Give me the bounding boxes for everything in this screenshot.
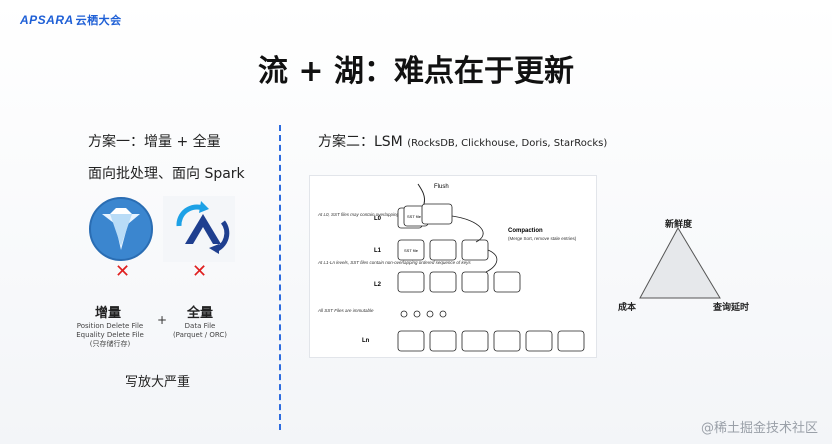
option-two-heading: 方案二：LSM (RocksDB, Clickhouse, Doris, Sta…: [318, 131, 607, 151]
lsm-tree-diagram: Flush At L0, SST files may contain overl…: [309, 175, 597, 358]
triangle-right-label: 查询延时: [713, 303, 750, 313]
incremental-label: 增量: [94, 306, 121, 321]
flush-label: Flush: [434, 184, 449, 190]
full-line-1: Data File: [184, 322, 216, 330]
cross-icon-incremental: ✕: [115, 261, 131, 282]
watermark: @稀土掘金技术社区: [700, 421, 818, 436]
slide-title: 流 + 湖：难点在于更新: [257, 54, 575, 89]
logo-cn: 云栖大会: [75, 15, 122, 27]
logo-text: APSARA: [20, 13, 74, 27]
incremental-line-1: Position Delete File: [76, 322, 144, 330]
level-l1: L1: [374, 248, 382, 254]
incremental-line-2: Equality Delete File: [76, 331, 144, 339]
full-line-2: (Parquet / ORC): [172, 331, 228, 339]
sst-label-l1: SST file: [404, 248, 419, 253]
write-amplification-conclusion: 写放大严重: [125, 375, 191, 390]
plus-sign: +: [157, 313, 168, 327]
note-l0: At L0, SST files may contain overlapping…: [317, 212, 423, 217]
option-one-subheading: 面向批处理、面向 Spark: [88, 166, 245, 182]
option-two-title: 方案二：LSM: [318, 134, 403, 150]
triangle-top-label: 新鲜度: [665, 220, 693, 230]
sst-label-l0: SST file: [407, 214, 422, 219]
note-l1: At L1-Ln levels, SST files contain non-o…: [317, 260, 471, 265]
dashed-divider: [279, 125, 281, 430]
tradeoff-triangle: [610, 210, 770, 315]
triangle-left-label: 成本: [618, 303, 637, 313]
level-ln: Ln: [362, 338, 370, 344]
incremental-line-3: (只存储行存): [89, 340, 131, 348]
cross-icon-full: ✕: [192, 261, 208, 282]
note-ln: All SST Files are immutable: [317, 308, 374, 313]
compaction-detail: (Merge Sort, remove stale entries): [508, 236, 577, 241]
level-l0: L0: [374, 216, 382, 222]
full-label: 全量: [186, 306, 213, 321]
incremental-details: Position Delete File Equality Delete Fil…: [68, 322, 152, 349]
level-l2: L2: [374, 282, 382, 288]
option-one-heading: 方案一：增量 + 全量: [88, 134, 221, 150]
compaction-title: Compaction: [508, 228, 543, 234]
iceberg-icon: [88, 196, 154, 262]
full-details: Data File (Parquet / ORC): [160, 322, 240, 340]
delta-triangle-icon: [163, 196, 235, 262]
option-two-note: (RocksDB, Clickhouse, Doris, StarRocks): [407, 138, 608, 149]
